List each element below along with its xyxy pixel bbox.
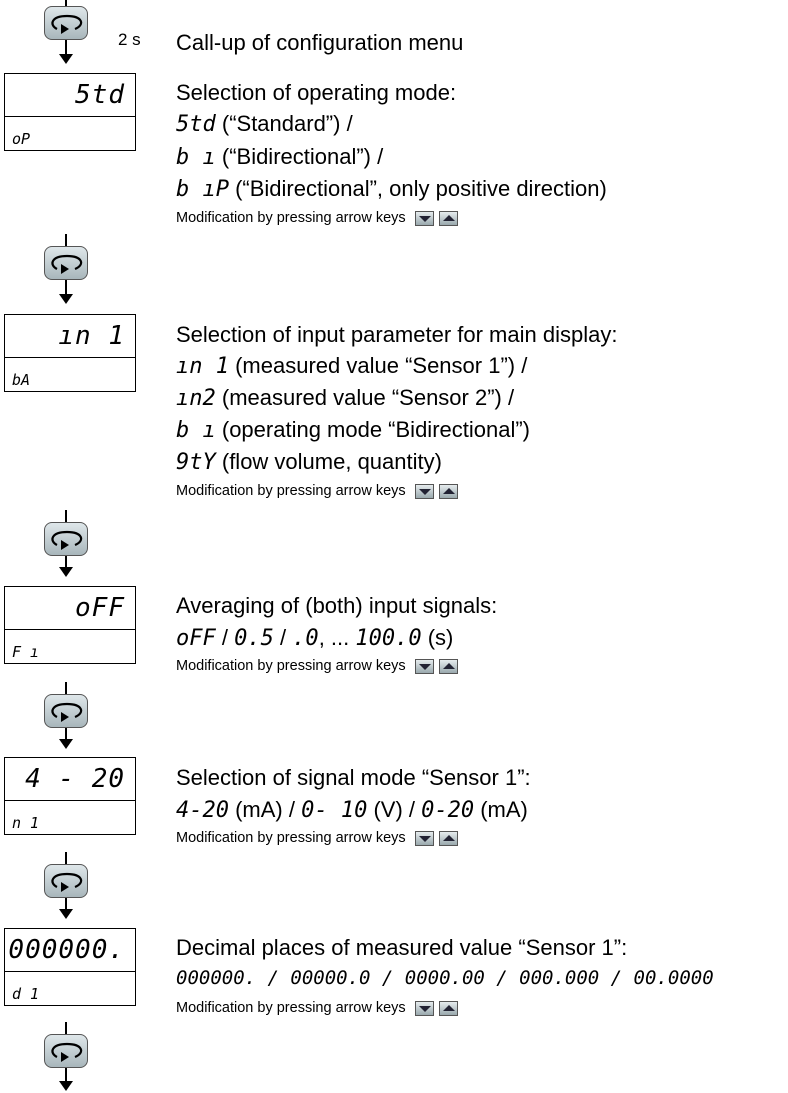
display-top-value: 000000.	[8, 935, 125, 965]
display-top-value: oFF	[75, 593, 125, 623]
display-operating-mode: 5td oP	[4, 73, 136, 151]
enter-key-icon[interactable]	[44, 522, 88, 556]
arrow-up-key-icon[interactable]	[438, 1000, 458, 1016]
connector-line	[65, 234, 67, 246]
connector-line	[65, 1022, 67, 1034]
option-item: ın2 (measured value “Sensor 2”) /	[176, 385, 515, 411]
step2-heading: Selection of input parameter for main di…	[176, 322, 618, 347]
display-bottom-value: bA	[12, 371, 31, 389]
arrow-up-key-icon[interactable]	[438, 483, 458, 499]
arrow-up-key-icon[interactable]	[438, 830, 458, 846]
option-item: b ı (“Bidirectional”) /	[176, 144, 384, 170]
step3-heading: Averaging of (both) input signals:	[176, 593, 498, 618]
option-item: b ıP (“Bidirectional”, only positive dir…	[176, 176, 607, 202]
signal-mode-options: 4-20 (mA) / 0- 10 (V) / 0-20 (mA)	[176, 797, 528, 823]
connector-line	[65, 0, 67, 6]
connector-line	[65, 556, 67, 568]
display-top-value: ın 1	[58, 321, 125, 351]
arrow-down-key-icon[interactable]	[414, 210, 434, 226]
step1-heading: Selection of operating mode:	[176, 80, 457, 105]
display-signal-mode: 4 - 20 n 1	[4, 757, 136, 835]
down-arrow-icon	[59, 567, 73, 577]
connector-line	[65, 1068, 67, 1081]
display-averaging: oFF F ı	[4, 586, 136, 664]
arrow-down-key-icon[interactable]	[414, 1000, 434, 1016]
display-bottom-value: d 1	[12, 985, 40, 1003]
arrow-down-key-icon[interactable]	[414, 483, 434, 499]
down-arrow-icon	[59, 1081, 73, 1091]
connector-line	[65, 852, 67, 864]
down-arrow-icon	[59, 54, 73, 64]
modification-note: Modification by pressing arrow keys	[176, 210, 458, 226]
enter-key-icon[interactable]	[44, 694, 88, 728]
display-bottom-value: n 1	[12, 814, 40, 832]
down-arrow-icon	[59, 739, 73, 749]
enter-key-icon[interactable]	[44, 1034, 88, 1068]
option-item: 5td (“Standard”) /	[176, 111, 353, 137]
option-item: ın 1 (measured value “Sensor 1”) /	[176, 353, 528, 379]
modification-note: Modification by pressing arrow keys	[176, 830, 458, 846]
modification-note: Modification by pressing arrow keys	[176, 658, 458, 674]
connector-line	[65, 510, 67, 522]
arrow-up-key-icon[interactable]	[438, 658, 458, 674]
display-top-value: 5td	[75, 80, 125, 110]
enter-key-icon[interactable]	[44, 6, 88, 40]
step5-heading: Decimal places of measured value “Sensor…	[176, 935, 628, 960]
arrow-up-key-icon[interactable]	[438, 210, 458, 226]
hold-time-label: 2 s	[118, 30, 141, 49]
display-input-parameter: ın 1 bA	[4, 314, 136, 392]
down-arrow-icon	[59, 909, 73, 919]
step0-text: Call-up of configuration menu	[176, 30, 464, 55]
display-decimal-places: 000000. d 1	[4, 928, 136, 1006]
connector-line	[65, 280, 67, 294]
modification-note: Modification by pressing arrow keys	[176, 1000, 458, 1016]
display-bottom-value: F ı	[12, 643, 40, 661]
enter-key-icon[interactable]	[44, 246, 88, 280]
connector-line	[65, 682, 67, 694]
display-bottom-value: oP	[12, 130, 31, 148]
option-item: 9tY (flow volume, quantity)	[176, 449, 442, 475]
connector-line	[65, 40, 67, 54]
down-arrow-icon	[59, 294, 73, 304]
connector-line	[65, 728, 67, 740]
modification-note: Modification by pressing arrow keys	[176, 483, 458, 499]
display-top-value: 4 - 20	[25, 764, 125, 794]
enter-key-icon[interactable]	[44, 864, 88, 898]
arrow-down-key-icon[interactable]	[414, 830, 434, 846]
arrow-down-key-icon[interactable]	[414, 658, 434, 674]
connector-line	[65, 898, 67, 910]
step4-heading: Selection of signal mode “Sensor 1”:	[176, 765, 531, 790]
option-item: b ı (operating mode “Bidirectional”)	[176, 417, 531, 443]
averaging-options: oFF / 0.5 / .0, ... 100.0 (s)	[176, 625, 454, 651]
decimal-places-options: 000000. / 00000.0 / 0000.00 / 000.000 / …	[176, 967, 714, 989]
